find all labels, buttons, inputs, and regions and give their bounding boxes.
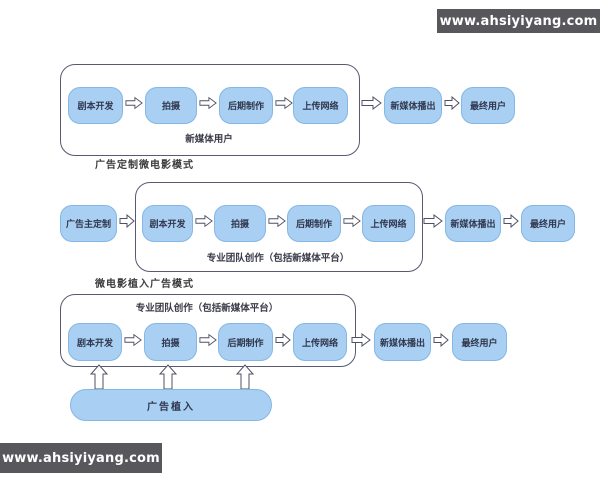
row2-step-post: 后期制作 (287, 205, 341, 242)
arrow-right-icon (433, 332, 449, 348)
row1-container (60, 64, 360, 156)
row2-end-user: 最终用户 (521, 205, 575, 242)
row2-advertiser: 广告主定制 (60, 205, 117, 242)
arrow-right-icon (503, 213, 519, 229)
row1-step-shoot: 拍摄 (145, 87, 197, 124)
row3-container (60, 294, 356, 367)
arrow-right-icon (125, 96, 143, 110)
row2-broadcast: 新媒体播出 (445, 205, 501, 242)
arrow-right-icon (351, 333, 371, 347)
arrow-right-icon (361, 96, 382, 110)
row2-container-label: 专业团队创作（包括新媒体平台） (206, 253, 350, 264)
arrow-up-icon (235, 364, 255, 390)
arrow-right-icon (423, 214, 443, 228)
arrow-right-icon (199, 333, 217, 347)
row1-end-user: 最终用户 (461, 87, 515, 124)
arrow-right-icon (343, 214, 361, 228)
arrow-right-icon (444, 95, 460, 111)
row1-step-upload: 上传网络 (293, 87, 348, 124)
row2-caption: 微电影植入广告模式 (95, 279, 194, 290)
row1-step-script: 剧本开发 (68, 87, 123, 124)
row1-container-label: 新媒体用户 (185, 134, 233, 145)
arrow-right-icon (268, 214, 286, 228)
arrow-right-icon (275, 332, 291, 348)
arrow-right-icon (275, 96, 293, 110)
row1-caption: 广告定制微电影模式 (95, 160, 194, 171)
row3-end-user: 最终用户 (452, 323, 507, 361)
row3-step-script: 剧本开发 (68, 323, 122, 361)
row3-broadcast: 新媒体播出 (374, 323, 431, 361)
arrow-right-icon (195, 214, 213, 228)
arrow-right-icon (119, 213, 135, 229)
row2-step-shoot: 拍摄 (214, 205, 266, 242)
row3-container-label: 专业团队创作（包括新媒体平台） (135, 303, 279, 314)
arrow-right-icon (124, 333, 142, 347)
row2-step-script: 剧本开发 (142, 205, 193, 242)
watermark-bottom: www.ahsiyiyang.com (0, 443, 162, 473)
watermark-top: www.ahsiyiyang.com (437, 9, 600, 33)
row3-ad-insert: 广告植入 (70, 389, 272, 421)
row2-step-upload: 上传网络 (362, 205, 415, 242)
row3-step-post: 后期制作 (218, 323, 273, 361)
row3-step-upload: 上传网络 (293, 323, 347, 361)
arrow-up-icon (158, 364, 178, 390)
arrow-up-icon (89, 364, 109, 390)
row1-step-post: 后期制作 (219, 87, 273, 124)
arrow-right-icon (199, 96, 217, 110)
row3-step-shoot: 拍摄 (144, 323, 197, 361)
row1-broadcast: 新媒体播出 (384, 87, 442, 124)
row2-container (135, 182, 423, 272)
